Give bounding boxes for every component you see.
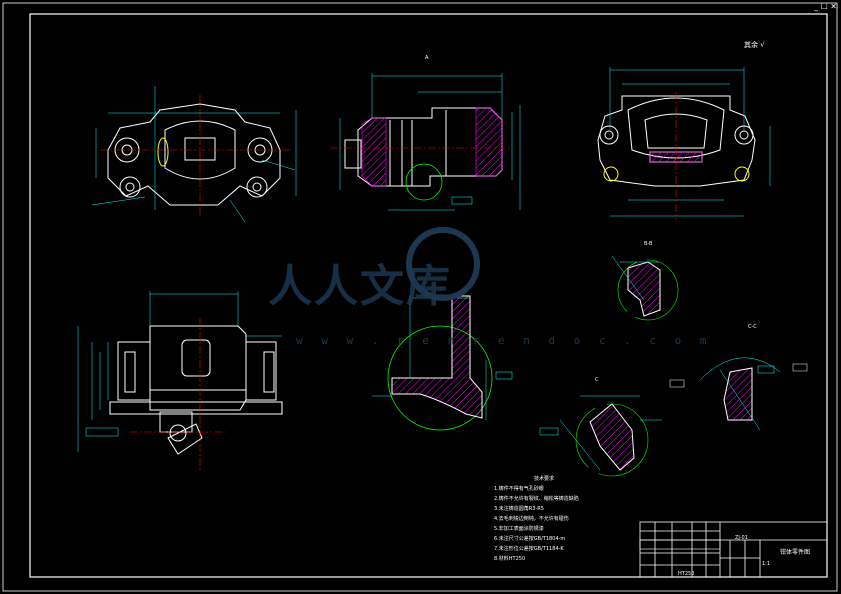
window-controls[interactable]: _ ☐ ✕: [814, 2, 837, 11]
notes-heading: 技术要求: [534, 476, 555, 482]
front-view-top-left: [107, 103, 281, 206]
label-view-b: B-B: [644, 241, 653, 247]
side-section-hatch-left: [361, 117, 387, 187]
front-view-centerlines: [100, 95, 290, 215]
title-material: HT250: [678, 571, 695, 577]
technical-notes: 技术要求 1.铸件不得有气孔砂眼 2.铸件不允许有裂纹、缩松等铸造缺陷 3.未注…: [494, 474, 579, 564]
notes-line: 8.材料HT250: [494, 556, 526, 562]
plan-view-centerlines: [130, 318, 225, 470]
rotated-section: [539, 395, 662, 477]
top-right-view: [597, 95, 756, 187]
notes-line: 4.去毛刺锐边倒钝，不允许有碰伤: [494, 516, 569, 522]
watermark-text: 人人文库: [268, 261, 452, 312]
title-scale: 1:1: [762, 561, 771, 567]
top-right-view-hatch: [649, 151, 703, 163]
detail-circle-center: [387, 325, 493, 431]
section-c-c: [669, 357, 808, 431]
notes-line: 6.未注尺寸公差按GB/T1804-m: [494, 536, 566, 542]
side-section-hatch-right: [475, 107, 503, 177]
title-drawing-no: ZJ-01: [735, 535, 748, 541]
notes-line: 7.未注形位公差按GB/T1184-K: [494, 546, 564, 552]
label-surface-mark: 其余 √: [744, 41, 765, 49]
front-view-dimensions: [91, 86, 297, 223]
plan-view-dimensions: [77, 291, 282, 452]
side-section-dimensions: [339, 73, 521, 211]
top-right-view-dimensions: [609, 67, 771, 217]
notes-line: 2.铸件不允许有裂纹、缩松等铸造缺陷: [494, 496, 579, 502]
label-view-c: C-C: [748, 324, 757, 330]
notes-line: 1.铸件不得有气孔砂眼: [494, 486, 544, 492]
watermark-url: w w w . r e n r e n d o c . c o m: [296, 334, 713, 347]
notes-line: 5.非加工表面涂防锈漆: [494, 526, 544, 532]
label-top-center: A: [425, 55, 429, 61]
watermark-logo-circle: [406, 227, 480, 301]
section-b-b: [611, 255, 679, 321]
side-section-detail-circle: [405, 163, 443, 201]
plan-view-bottom-left: [109, 325, 283, 455]
revision-strip: [639, 539, 721, 550]
inner-frame: [29, 13, 828, 578]
title-part-name: 钳体零件图: [780, 549, 811, 556]
label-section-mark: C: [595, 377, 599, 383]
notes-line: 3.未注铸造圆角R3-R5: [494, 506, 544, 512]
title-block: [639, 521, 828, 578]
detail-center-hatch: [391, 295, 483, 419]
